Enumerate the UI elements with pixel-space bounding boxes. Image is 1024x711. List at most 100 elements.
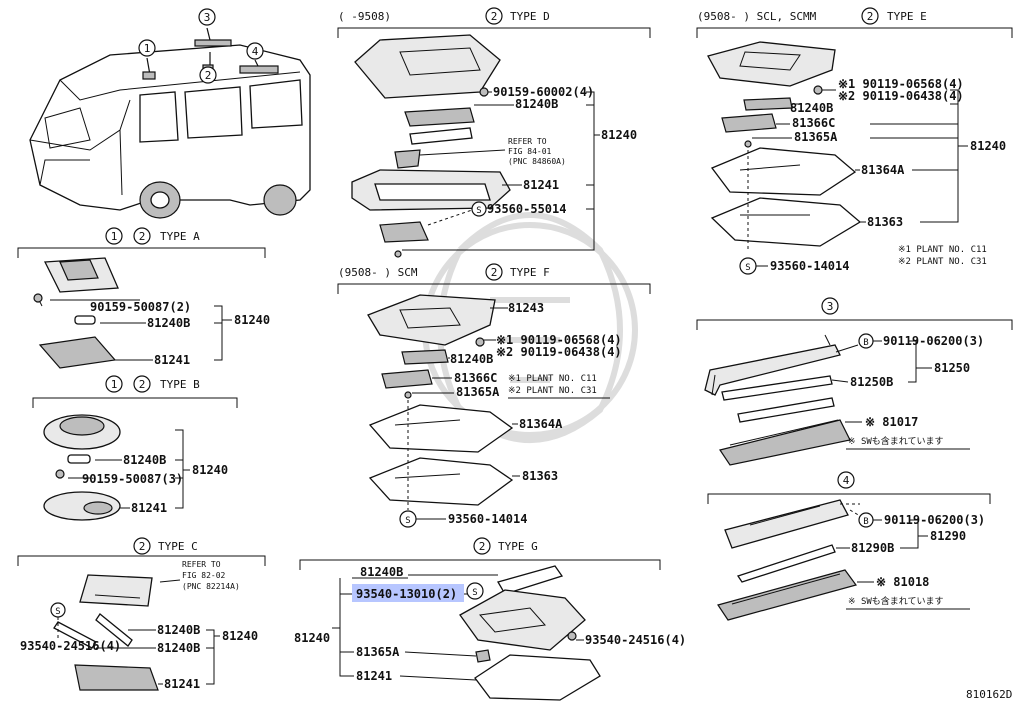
part-label: 90159-50087(2) (90, 300, 191, 314)
part-label: 81250 (934, 361, 970, 375)
part-label: 81240B (450, 352, 493, 366)
part-label: 93540-24516(4) (20, 639, 121, 653)
part-label: 81243 (508, 301, 544, 315)
type-e-title: TYPE E (887, 10, 927, 23)
part-label: (PNC 82214A) (182, 582, 240, 591)
part-label: 81240B (360, 565, 403, 579)
part-label: (PNC 84860A) (508, 157, 566, 166)
type-b-title: TYPE B (160, 378, 200, 391)
part-label: FIG 82-02 (182, 571, 226, 580)
type-a-section: 1 2 TYPE A 90159-50087(2) 81240B 81241 8… (17, 227, 270, 369)
part-label: (9508- ) SCM (338, 266, 418, 279)
part-label: 2 (491, 266, 498, 279)
part-label: S (55, 607, 60, 617)
part-label: 93560-14014 (448, 512, 527, 526)
type-b-section: 1 2 TYPE B 81240B 90159-50087(3) 81241 8… (32, 375, 238, 521)
part-label: 81240B (123, 453, 166, 467)
part-label: ( -9508) (338, 10, 391, 23)
part-label: ※ SWも含まれています (848, 595, 944, 607)
callout-circle-4 (246, 42, 264, 60)
part-label: 93560-14014 (770, 259, 849, 273)
part-label: 81364A (519, 417, 563, 431)
part-label: S (476, 206, 481, 216)
part-label: ※2 PLANT NO. C31 (898, 257, 987, 267)
part-label: 1 (111, 378, 118, 391)
part-label: 3 (827, 300, 834, 313)
part-label: ※1 90119-06568(4) (496, 333, 622, 347)
part-label: 1 (144, 42, 151, 55)
part-label: 81240 (234, 313, 270, 327)
callout-circle-3 (198, 8, 216, 26)
part-label: 81241 (523, 178, 559, 192)
part-label: 81364A (861, 163, 905, 177)
vehicle-illustration: 1 2 3 4 (29, 8, 311, 219)
type-e-section: (9508- ) SCL, SCMM 2 TYPE E ※1 90119-065… (696, 7, 1013, 275)
part-label: 2 (139, 540, 146, 553)
type-f-section: (9508- ) SCM 2 TYPE F 81243 ※1 90119-065… (337, 263, 651, 528)
part-label: 2 (139, 378, 146, 391)
part-label: 2 (205, 69, 212, 82)
part-label: 81240 (294, 631, 330, 645)
part-label: 81240 (222, 629, 258, 643)
highlighted-part-label (352, 584, 464, 602)
part-label: REFER TO (182, 560, 221, 569)
part-label: 2 (867, 10, 874, 23)
type-g-section: 2 TYPE G S 81240B 93540-13010(2) 93540-2… (294, 537, 686, 701)
part-label: 90159-60002(4) (493, 85, 594, 99)
part-label: S (472, 588, 477, 598)
part-label: 81240B (790, 101, 833, 115)
type-c-section: 2 TYPE C REFER TO FIG 82-02 (PNC 82214A)… (17, 537, 266, 691)
part-label: 4 (843, 474, 850, 487)
part-label: 81240B (157, 623, 200, 637)
callout-circle-1 (138, 39, 156, 57)
part-label: 81365A (356, 645, 400, 659)
part-label: 81365A (794, 130, 838, 144)
selected-part-number: 93540-13010(2) (356, 587, 457, 601)
part-label: 81363 (867, 215, 903, 229)
part-label: ※1 PLANT NO. C11 (508, 374, 597, 384)
part-label: 93540-24516(4) (585, 633, 686, 647)
part-label: 1 (111, 230, 118, 243)
type-d-title: TYPE D (510, 10, 550, 23)
part-label: 2 (139, 230, 146, 243)
part-label: 81366C (454, 371, 497, 385)
part-label: REFER TO (508, 137, 547, 146)
part-label: 81290 (930, 529, 966, 543)
part-label: 93560-55014 (487, 202, 566, 216)
part-label: ※2 90119-06438(4) (496, 345, 622, 359)
part-label: ※2 PLANT NO. C31 (508, 386, 597, 396)
callout-circle-2 (199, 66, 217, 84)
part-label: 81250B (850, 375, 893, 389)
section-3: 3 B 90119-06200(3) 81250B ※ 81017 ※ SWも含… (696, 297, 1013, 466)
part-label: 81365A (456, 385, 500, 399)
part-label: 81363 (522, 469, 558, 483)
part-label: S (405, 516, 410, 526)
section-4: 4 B 90119-06200(3) 81290B ※ 81018 ※ SWも含… (707, 471, 991, 621)
part-label: 81240B (157, 641, 200, 655)
part-label: 81240 (601, 128, 637, 142)
part-label: S (745, 263, 750, 273)
type-d-section: ( -9508) 2 TYPE D 90159-60002(4) 81240B … (337, 7, 651, 258)
part-label: ※ SWも含まれています (848, 435, 944, 447)
part-label: ※ 81017 (865, 415, 918, 429)
part-label: 81241 (131, 501, 167, 515)
part-label: B (863, 517, 868, 527)
part-label: ※1 90119-06568(4) (838, 77, 964, 91)
part-label: 81241 (164, 677, 200, 691)
type-g-title: TYPE G (498, 540, 538, 553)
part-label: (9508- ) SCL, SCMM (697, 10, 817, 23)
part-label: B (863, 338, 868, 348)
part-label: 81241 (356, 669, 392, 683)
type-f-title: TYPE F (510, 266, 550, 279)
part-label: 81240B (147, 316, 190, 330)
type-c-title: TYPE C (158, 540, 198, 553)
part-label: 2 (479, 540, 486, 553)
part-label: 2 (491, 10, 498, 23)
part-label: 81290B (851, 541, 894, 555)
part-label: ※1 PLANT NO. C11 (898, 245, 987, 255)
part-label: 4 (252, 45, 259, 58)
part-label: ※2 90119-06438(4) (838, 89, 964, 103)
part-label: FIG 84-01 (508, 147, 552, 156)
part-label: 90159-50087(3) (82, 472, 183, 486)
